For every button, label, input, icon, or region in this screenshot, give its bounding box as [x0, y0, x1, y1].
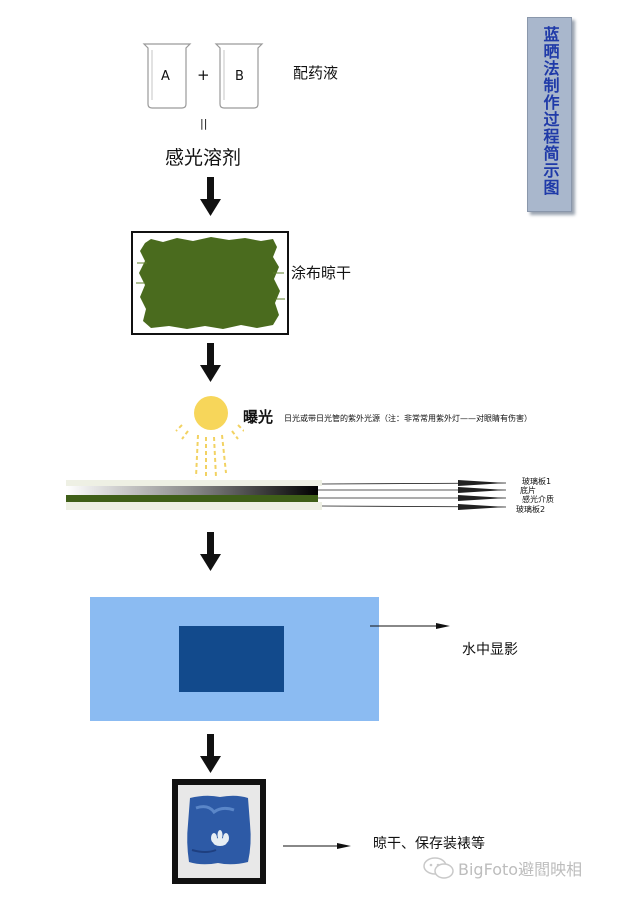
- arrow-down-icon: [200, 177, 221, 216]
- glass-plate-1: [66, 480, 322, 486]
- sun-icon: [175, 396, 244, 478]
- title-box: 蓝晒法制作过程简示图: [527, 17, 572, 212]
- frame-mat: [178, 785, 260, 878]
- layer-label-4: 玻璃板2: [516, 505, 546, 514]
- beaker-a-icon: [142, 43, 192, 109]
- layer-label-2: 底片: [520, 486, 536, 495]
- negative-film: [66, 486, 318, 495]
- water-tray: [90, 597, 379, 721]
- step5-label: 晾干、保存装裱等: [373, 836, 485, 852]
- plus-sign: +: [197, 66, 210, 84]
- arrow-down-icon: [200, 532, 221, 571]
- exposure-note: 日光或带日光管的紫外光源（注：非常常用紫外灯——对眼睛有伤害）: [284, 414, 532, 423]
- arrow-down-icon: [200, 343, 221, 382]
- developed-print: [179, 626, 284, 692]
- arrow-right-icon: [283, 843, 351, 849]
- watermark-text: BigFoto避閻映相: [458, 860, 583, 879]
- glass-plate-2: [66, 502, 322, 510]
- exposure-sandwich: [66, 480, 507, 510]
- cyanotype-print-icon: [187, 795, 251, 865]
- layer-label-1: 玻璃板1: [522, 477, 552, 486]
- coating-brush-icon: [136, 237, 285, 329]
- step1-label: 配药液: [293, 64, 339, 82]
- beaker-a-label: A: [161, 69, 170, 84]
- arrow-down-icon: [200, 734, 221, 773]
- coated-paper: [131, 231, 289, 335]
- arrow-right-icon: [370, 623, 450, 629]
- beaker-b-label: B: [235, 69, 244, 84]
- beakers-illustration: [142, 43, 264, 109]
- step3-label: 曝光: [243, 408, 274, 426]
- beaker-b-icon: [214, 43, 264, 109]
- picture-frame: [172, 779, 266, 884]
- diagram-title: 蓝晒法制作过程简示图: [540, 26, 560, 196]
- layer-label-3: 感光介质: [522, 495, 554, 504]
- equals-sign: ||: [200, 117, 208, 130]
- sensitive-layer: [66, 495, 318, 502]
- wechat-icon: [423, 857, 454, 879]
- step2-label: 涂布晾干: [291, 264, 352, 282]
- step4-label: 水中显影: [462, 642, 518, 658]
- solution-label: 感光溶剂: [165, 147, 242, 169]
